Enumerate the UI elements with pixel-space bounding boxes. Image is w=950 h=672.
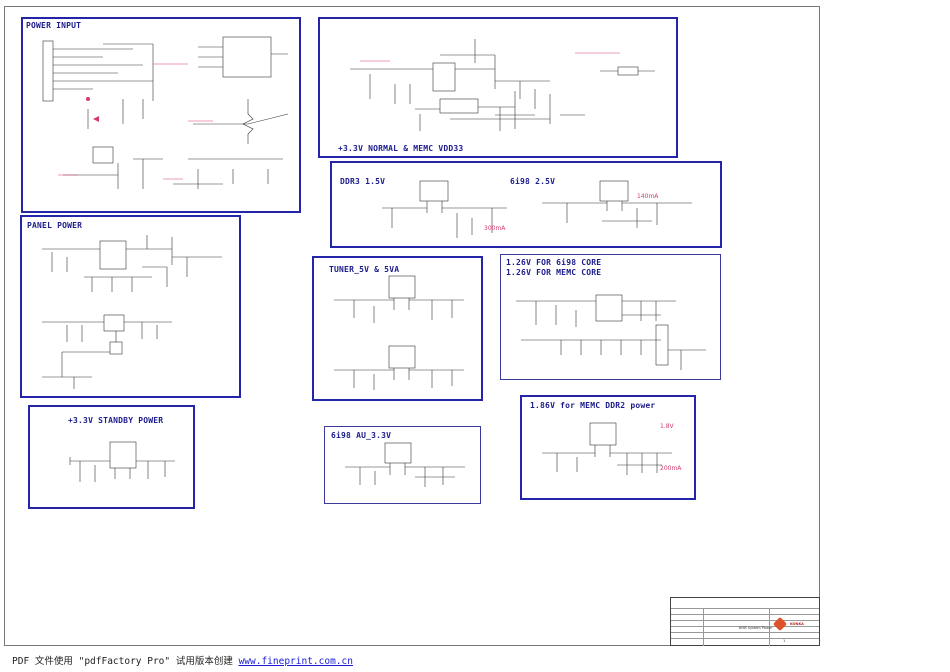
standby-schematic	[69, 441, 175, 482]
ddr2-schematic	[542, 422, 672, 475]
power-input-block: POWER INPUT	[21, 17, 301, 213]
panel-power-block: PANEL POWER	[20, 215, 241, 398]
current-note: 140mA	[637, 193, 659, 200]
block-title: DDR3 1.5V	[340, 177, 386, 186]
panel-power-schematic	[42, 235, 222, 389]
sheet-border	[4, 6, 820, 646]
block-title: 1.26V FOR MEMC CORE	[506, 268, 602, 277]
tuner-schematic	[334, 275, 464, 390]
core-schematic	[516, 294, 706, 370]
ddr2-block: 1.86V for MEMC DDR2 power 1.8V 200mA	[520, 395, 696, 500]
normal-memc-schematic	[350, 39, 655, 131]
footer-link[interactable]: www.fineprint.com.cn	[238, 656, 353, 667]
block-title: 6i98 AU_3.3V	[331, 431, 392, 440]
block-title: 1.86V for MEMC DDR2 power	[530, 401, 656, 410]
au-block: 6i98 AU_3.3V	[324, 426, 481, 504]
current-note: 200mA	[660, 465, 682, 472]
ddr3-schematic	[382, 180, 692, 238]
block-title: +3.3V STANDBY POWER	[68, 416, 164, 425]
block-title: POWER INPUT	[26, 21, 82, 30]
standby-block: +3.3V STANDBY POWER	[28, 405, 195, 509]
footer-text: PDF 文件使用 "pdfFactory Pro" 试用版本创建	[12, 656, 239, 667]
current-note: 300mA	[484, 225, 506, 232]
block-title: +3.3V NORMAL & MEMC VDD33	[338, 144, 464, 153]
company-name: KONKA	[790, 622, 804, 626]
au-schematic	[345, 442, 465, 487]
title-block: 6i98 System Power KONKA 1	[670, 597, 820, 646]
page-number: 1	[783, 639, 786, 643]
normal-memc-block: +3.3V NORMAL & MEMC VDD33	[318, 17, 678, 158]
tuner-block: TUNER_5V & 5VA	[312, 256, 483, 401]
block-title: TUNER_5V & 5VA	[329, 265, 400, 274]
sheet-name: 6i98 System Power	[739, 626, 773, 630]
power-input-schematic	[42, 36, 289, 189]
ddr3-block: DDR3 1.5V 6i98 2.5V 300mA 140mA	[330, 161, 722, 248]
pdf-footer: PDF 文件使用 "pdfFactory Pro" 试用版本创建 www.fin…	[12, 653, 353, 667]
block-title: 1.26V FOR 6i98 CORE	[506, 258, 602, 267]
core-block: 1.26V FOR 6i98 CORE 1.26V FOR MEMC CORE	[500, 254, 721, 380]
voltage-note: 1.8V	[660, 423, 674, 430]
block-title: PANEL POWER	[27, 221, 83, 230]
block-title: 6i98 2.5V	[510, 177, 556, 186]
